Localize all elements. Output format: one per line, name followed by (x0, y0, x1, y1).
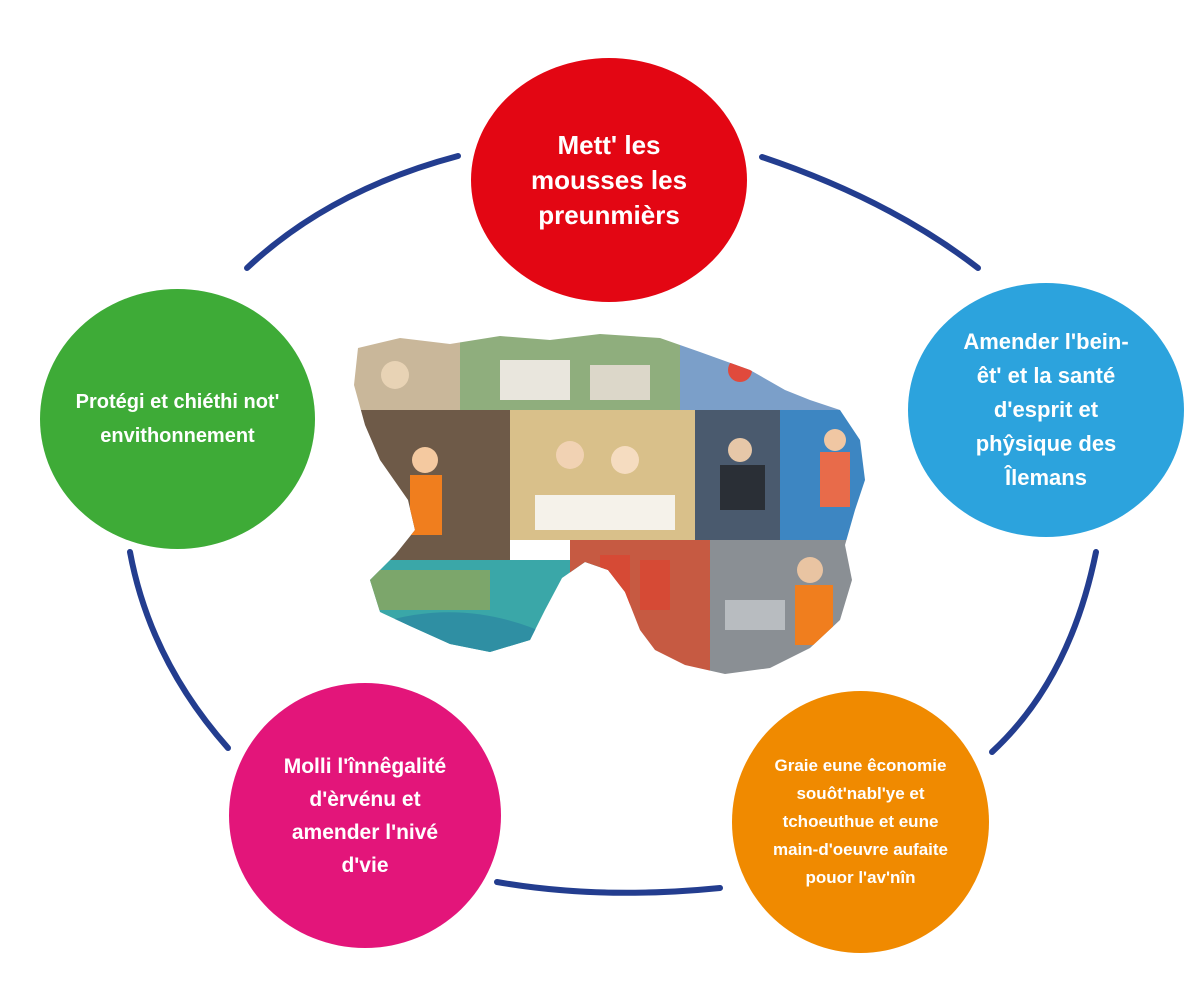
cyclist-child-photo (680, 334, 865, 410)
arc-orange-to-magenta (494, 879, 723, 896)
priority-sustainable-economy-label: Graie eune êconomie souôt'nabl'ye et tch… (772, 756, 949, 887)
island-photo-collage (354, 334, 865, 674)
priority-reduce-inequality-label: Molli l'înnêgalité d'èrvénu et amender l… (283, 754, 447, 877)
priority-wellbeing-health: Amender l'bein-êt' et la santé d'esprit … (908, 283, 1184, 537)
arc-red-to-blue (759, 154, 981, 271)
arc-blue-to-orange (989, 549, 1099, 755)
priority-children-first: Mett' les mousses les preunmièrs (471, 58, 747, 302)
priority-protect-environment-label: Protégi et chiéthi not' envithonnement (75, 391, 280, 447)
priority-protect-environment: Protégi et chiéthi not' envithonnement (40, 289, 315, 549)
priority-sustainable-economy: Graie eune êconomie souôt'nabl'ye et tch… (732, 691, 989, 953)
priority-reduce-inequality: Molli l'înnêgalité d'èrvénu et amender l… (229, 683, 501, 948)
arc-magenta-to-green (127, 549, 231, 751)
arc-green-to-red (244, 153, 461, 271)
priority-children-first-label: Mett' les mousses les preunmièrs (530, 129, 688, 230)
priority-wellbeing-health-label: Amender l'bein-êt' et la santé d'esprit … (963, 329, 1129, 490)
